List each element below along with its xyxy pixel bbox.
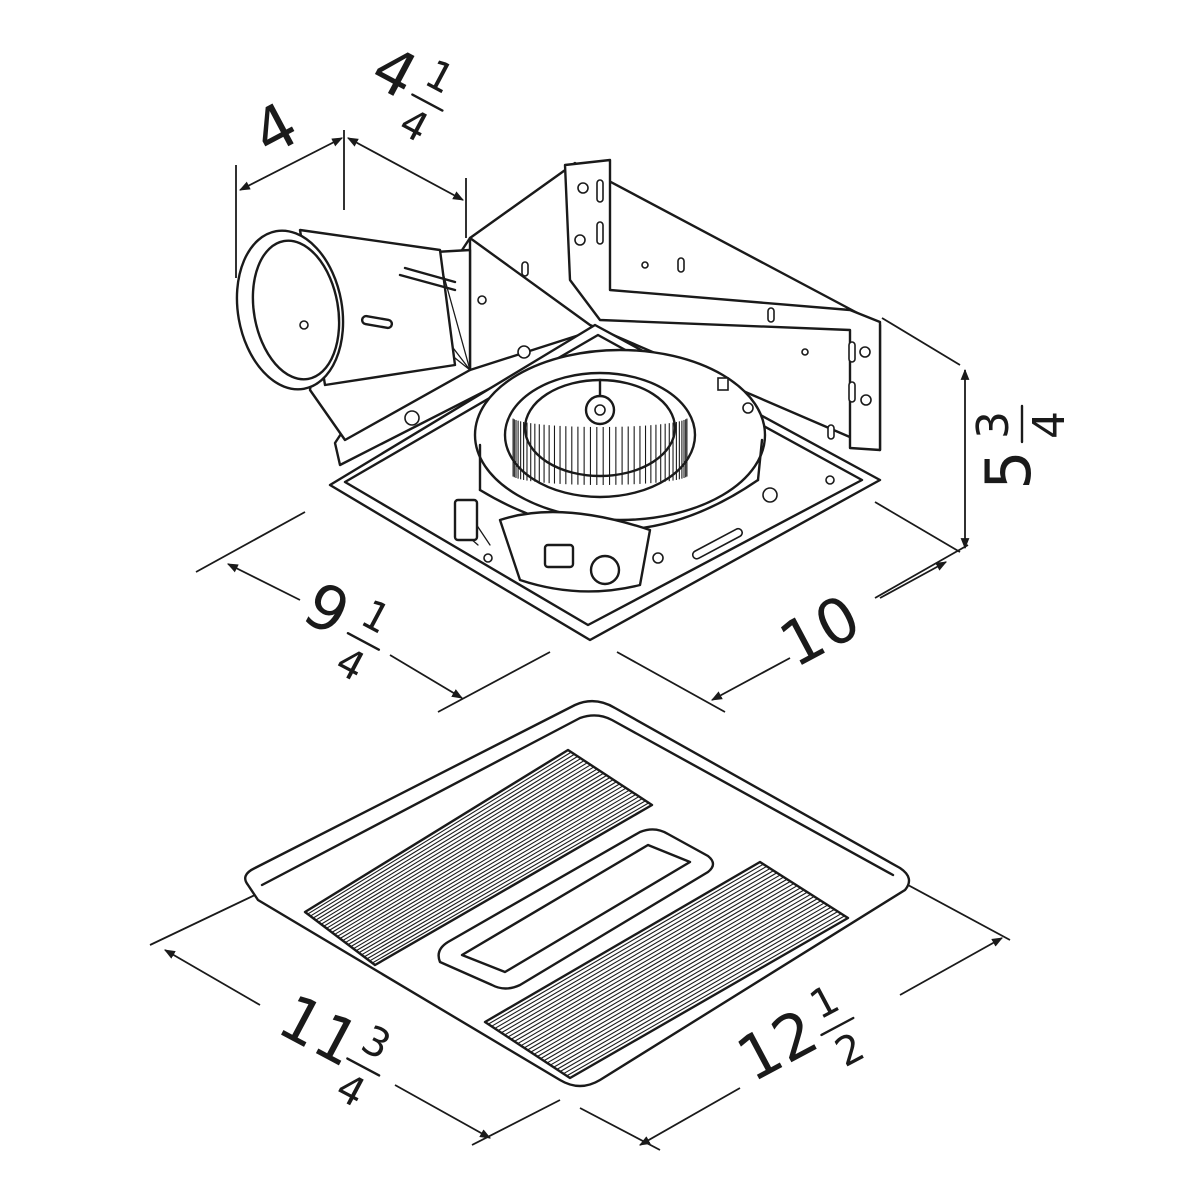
- louver-line: [363, 796, 640, 958]
- louver-line: [337, 774, 608, 937]
- louver-line: [342, 779, 614, 942]
- grille-width-label: 11 3 4: [267, 980, 398, 1117]
- louver-line: [527, 889, 805, 1051]
- duct-length-num: 1: [418, 51, 462, 104]
- louver-line: [307, 751, 572, 915]
- louver-line: [353, 787, 627, 950]
- louver-line: [510, 878, 788, 1040]
- duct-length-whole: 4: [360, 31, 429, 114]
- louver-line: [358, 791, 633, 954]
- width-den: 4: [328, 639, 372, 692]
- louver-line: [334, 772, 604, 935]
- louver-line: [347, 783, 620, 946]
- louver-line: [543, 900, 822, 1062]
- louver-line: [556, 908, 835, 1070]
- louver-line: [487, 863, 764, 1025]
- grille-width-whole: 11: [267, 980, 371, 1081]
- louver-line: [517, 883, 795, 1045]
- louver-line: [318, 760, 585, 923]
- louver-line: [315, 757, 582, 921]
- duct-collar: [235, 228, 472, 442]
- louver-line: [501, 872, 778, 1034]
- height-label: 5 3 4: [968, 404, 1075, 490]
- width-num: 1: [354, 591, 398, 644]
- keyhole-slots: [477, 179, 872, 440]
- louver-line: [350, 785, 624, 948]
- louver-line: [326, 766, 595, 929]
- motor: [453, 498, 652, 593]
- louver-line: [312, 755, 578, 919]
- louver-line: [345, 781, 617, 944]
- dimension-lines: [149, 130, 1011, 1151]
- grille-depth-den: 2: [828, 1024, 872, 1077]
- louver-line: [514, 880, 791, 1042]
- louver-line: [361, 793, 637, 956]
- grille: [244, 700, 911, 1088]
- louver-line: [366, 798, 643, 960]
- height-whole: 5: [972, 450, 1045, 489]
- louver-line: [537, 895, 815, 1057]
- height-num: 3: [968, 411, 1019, 439]
- grille-depth-label: 12 1 2: [725, 976, 872, 1096]
- mounting-bracket: [563, 158, 882, 452]
- louver-line: [546, 902, 825, 1064]
- duct-width-label: 4: [240, 88, 309, 171]
- louver-line: [520, 885, 798, 1047]
- depth-label: 10: [768, 580, 872, 681]
- louver-line: [559, 911, 839, 1073]
- grille-depth-num: 1: [803, 976, 847, 1029]
- louver-line: [328, 768, 598, 931]
- blower-wheel: [473, 348, 767, 532]
- louver-line: [504, 874, 781, 1036]
- louver-line: [553, 906, 832, 1068]
- duct-length-den: 4: [392, 100, 436, 153]
- duct-length-label: 4 1 4: [360, 31, 462, 153]
- louver-line: [339, 777, 611, 939]
- louver-line: [497, 870, 774, 1032]
- louver-line: [323, 764, 591, 927]
- louver-line: [494, 867, 771, 1029]
- louver-line: [355, 789, 630, 952]
- louver-line: [369, 800, 646, 962]
- louver-line: [331, 770, 601, 933]
- louver-line: [530, 891, 808, 1053]
- louver-line: [540, 898, 818, 1060]
- fan-housing: [235, 158, 882, 642]
- width-label: 9 1 4: [292, 567, 398, 692]
- louver-line: [563, 913, 842, 1075]
- grille-light-lens: [437, 828, 715, 990]
- louver-line: [550, 904, 828, 1066]
- height-den: 4: [1024, 411, 1075, 439]
- louver-line: [491, 865, 768, 1027]
- louver-line: [566, 915, 845, 1077]
- louver-line: [507, 876, 784, 1038]
- louver-line: [310, 753, 575, 917]
- louver-line: [372, 802, 650, 964]
- louver-line: [533, 893, 812, 1055]
- louver-line: [320, 762, 588, 925]
- louver-line: [523, 887, 801, 1049]
- width-whole: 9: [292, 567, 361, 650]
